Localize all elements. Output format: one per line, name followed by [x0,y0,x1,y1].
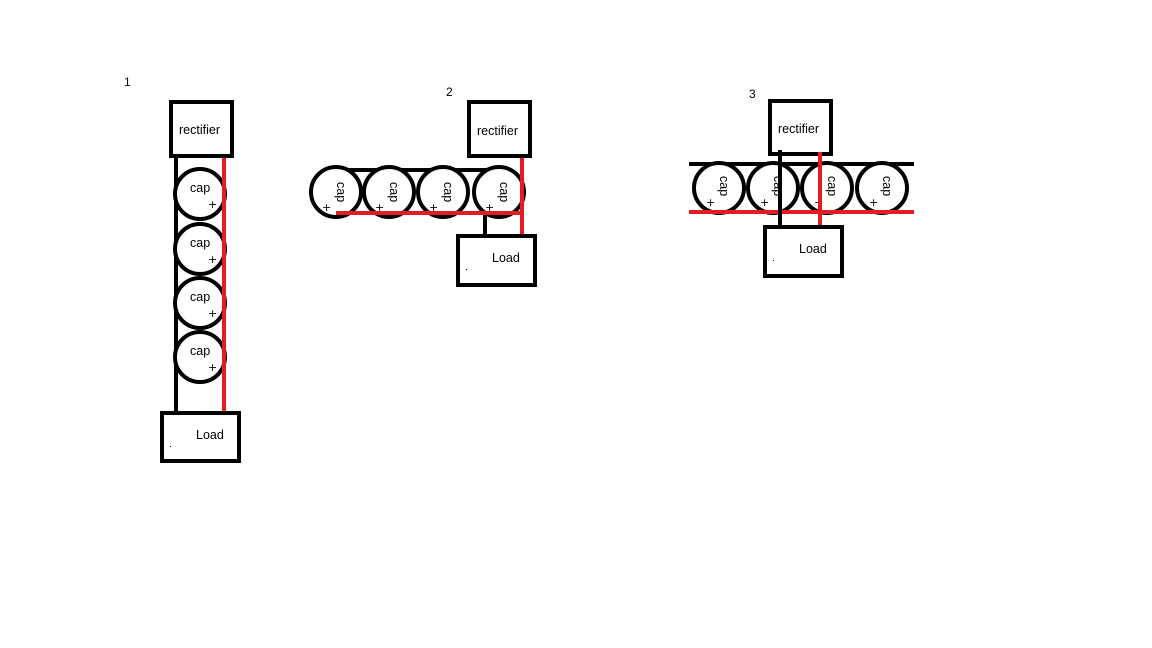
capacitor: cap + [692,161,746,215]
load-box: Load [763,225,844,278]
rectifier-label: rectifier [179,123,220,137]
rectifier-box: rectifier [169,100,234,158]
capacitor: cap + [800,161,854,215]
capacitor-label: cap [717,176,731,196]
capacitor-polarity: + [706,196,715,209]
capacitor-label: cap [190,344,210,358]
capacitor-polarity: + [208,253,217,266]
capacitor-polarity: + [869,196,878,209]
capacitor-polarity: + [208,307,217,320]
diagram-2: 2 cap + cap + cap + cap + rectifier [309,85,537,287]
load-label: Load [492,251,520,265]
capacitor-label: cap [497,182,511,202]
capacitor: cap + [173,167,227,221]
diagram-3: 3 cap + cap + cap + cap + [689,87,914,278]
capacitor-polarity: + [375,201,384,214]
diagram-number: 1 [124,75,131,89]
capacitor-polarity: + [208,198,217,211]
diagram-number: 3 [749,87,756,101]
capacitor: cap + [746,161,800,215]
capacitor-polarity: + [429,201,438,214]
capacitor-label: cap [387,182,401,202]
rectifier-box: rectifier [768,99,833,156]
capacitor: cap + [173,276,227,330]
capacitor-label: cap [190,290,210,304]
capacitor-label: cap [190,236,210,250]
capacitor-label: cap [880,176,894,196]
capacitor-label: cap [441,182,455,202]
capacitor: cap + [173,330,227,384]
load-box: Load [456,234,537,287]
load-label: Load [799,242,827,256]
capacitor: cap + [309,165,363,219]
rectifier-box: rectifier [467,100,532,158]
capacitor: cap + [362,165,416,219]
rectifier-label: rectifier [477,124,518,138]
diagram-number: 2 [446,85,453,99]
rectifier-label: rectifier [778,122,819,136]
capacitor-polarity: + [208,361,217,374]
load-box: Load [160,411,241,463]
capacitor: cap + [855,161,909,215]
capacitor-polarity: + [485,201,494,214]
capacitor-polarity: + [760,196,769,209]
capacitor-label: cap [334,182,348,202]
capacitor-label: cap [190,181,210,195]
capacitor-polarity: + [322,201,331,214]
load-label: Load [196,428,224,442]
capacitor-label: cap [825,176,839,196]
capacitor: cap + [472,165,526,219]
capacitor: cap + [173,222,227,276]
diagram-1: 1 cap + cap + cap + cap + rectifier [124,75,241,463]
capacitor: cap + [416,165,470,219]
